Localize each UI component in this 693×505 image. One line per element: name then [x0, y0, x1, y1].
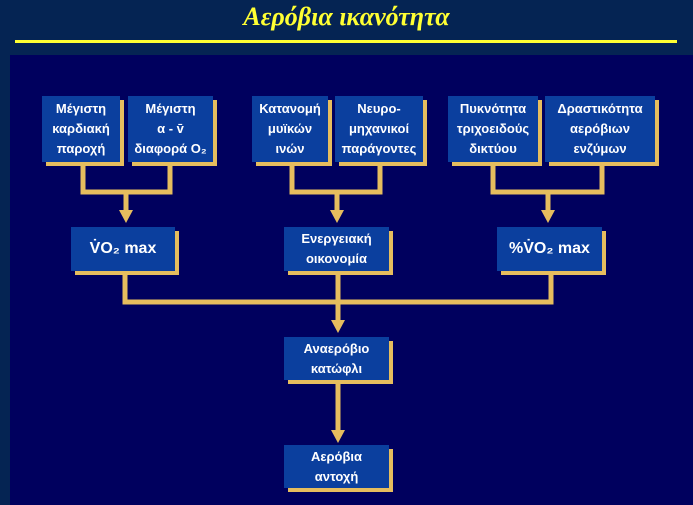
- arrow-head: [331, 430, 345, 443]
- box-line: παράγοντες: [341, 141, 417, 156]
- box-line: δικτύου: [469, 141, 517, 156]
- box-line: Νευρο-: [357, 101, 401, 116]
- box-capillary-density: Πυκνότητα τριχοειδούς δικτύου: [448, 96, 538, 162]
- box-line: αερόβιων: [570, 121, 630, 136]
- box-aerobic-enzyme-activity: Δραστικότητα αερόβιων ενζύμων: [545, 96, 655, 162]
- box-line: Κατανομή: [259, 101, 321, 116]
- box-line: Αερόβια: [310, 448, 363, 464]
- connector-group-3: [490, 162, 605, 212]
- slide-title: Αερόβια ικανότητα: [243, 2, 450, 31]
- title-underline: [15, 40, 677, 43]
- box-vo2-max: V̇O₂ max: [71, 227, 175, 271]
- connector-group-1: [80, 162, 173, 212]
- box-neuromechanical-factors: Νευρο- μηχανικοί παράγοντες: [335, 96, 423, 162]
- box-max-av-o2-difference: Μέγιστη α - v̄ διαφορά O₂: [128, 96, 213, 162]
- box-line: Μέγιστη: [145, 101, 196, 116]
- box-line: αντοχή: [314, 468, 359, 484]
- box-line: τριχοειδούς: [456, 121, 530, 136]
- box-energy-economy: Ενεργειακή οικονομία: [284, 227, 389, 271]
- connector-mid: [122, 272, 554, 322]
- box-line: Πυκνότητα: [459, 101, 527, 116]
- box-anaerobic-threshold: Αναερόβιο κατώφλι: [284, 337, 389, 380]
- box-muscle-fiber-distribution: Κατανομή μυϊκών ινών: [252, 96, 328, 162]
- box-line: οικονομία: [305, 251, 368, 266]
- box-line: α - v̄: [157, 121, 184, 136]
- box-line: %V̇O₂ max: [509, 240, 590, 257]
- box-line: ενζύμων: [573, 141, 627, 156]
- arrow-head: [541, 210, 555, 223]
- box-line: κατώφλι: [310, 360, 363, 376]
- arrow-head: [119, 210, 133, 223]
- box-line: παροχή: [56, 141, 106, 156]
- connector-group-2: [289, 162, 383, 212]
- box-aerobic-endurance: Αερόβια αντοχή: [284, 445, 389, 488]
- box-line: μηχανικοί: [348, 121, 410, 136]
- arrow-head: [331, 320, 345, 333]
- box-line: ινών: [275, 141, 305, 156]
- box-max-cardiac-output: Μέγιστη καρδιακή παροχή: [42, 96, 120, 162]
- box-line: καρδιακή: [52, 121, 110, 136]
- box-line: Ενεργειακή: [301, 231, 372, 246]
- box-line: V̇O₂ max: [89, 240, 157, 257]
- box-line: Αναερόβιο: [303, 340, 370, 356]
- box-line: Δραστικότητα: [557, 101, 643, 116]
- box-percent-vo2-max: %V̇O₂ max: [497, 227, 602, 271]
- box-line: μυϊκών: [267, 121, 313, 136]
- arrow-head: [330, 210, 344, 223]
- box-line: διαφορά O₂: [134, 141, 207, 156]
- box-line: Μέγιστη: [55, 101, 107, 116]
